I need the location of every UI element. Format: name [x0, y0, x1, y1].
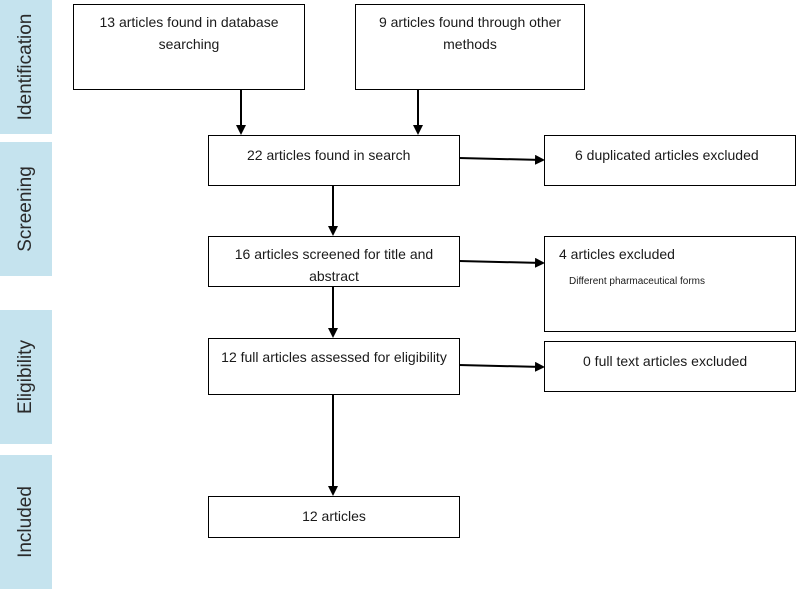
box-articles-found: 22 articles found in search [208, 135, 460, 186]
box-articles-found-text: 22 articles found in search [247, 147, 411, 163]
stage-included: Included [0, 455, 52, 589]
box-duplicates-excluded-text: 6 duplicated articles excluded [575, 147, 759, 163]
box-database-search-text: 13 articles found in database searching [99, 14, 279, 52]
box-fulltext-excluded-text: 0 full text articles excluded [583, 353, 748, 369]
arrow-search-to-duplicates [458, 154, 545, 165]
stage-screening: Screening [0, 142, 52, 276]
box-full-assessed: 12 full articles assessed for eligibilit… [208, 338, 460, 395]
box-full-assessed-text: 12 full articles assessed for eligibilit… [221, 349, 447, 365]
stage-eligibility: Eligibility [0, 310, 52, 444]
box-fulltext-excluded: 0 full text articles excluded [544, 341, 796, 392]
box-database-search: 13 articles found in database searching [73, 4, 305, 90]
arrow-screened-to-excluded [458, 257, 545, 268]
box-included-text: 12 articles [302, 508, 366, 524]
box-other-methods: 9 articles found through other methods [355, 4, 585, 90]
box-excluded: 4 articles excluded Different pharmaceut… [544, 236, 796, 332]
box-screened: 16 articles screened for title and abstr… [208, 236, 460, 287]
box-included: 12 articles [208, 496, 460, 538]
box-other-methods-text: 9 articles found through other methods [378, 14, 562, 52]
arrow-assessed-to-fulltext-excluded [458, 361, 545, 372]
stage-identification: Identification [0, 0, 52, 134]
box-screened-text: 16 articles screened for title and abstr… [234, 246, 434, 284]
box-excluded-text: 4 articles excluded [559, 246, 675, 262]
box-duplicates-excluded: 6 duplicated articles excluded [544, 135, 796, 186]
box-excluded-reason: Different pharmaceutical forms [569, 276, 705, 287]
